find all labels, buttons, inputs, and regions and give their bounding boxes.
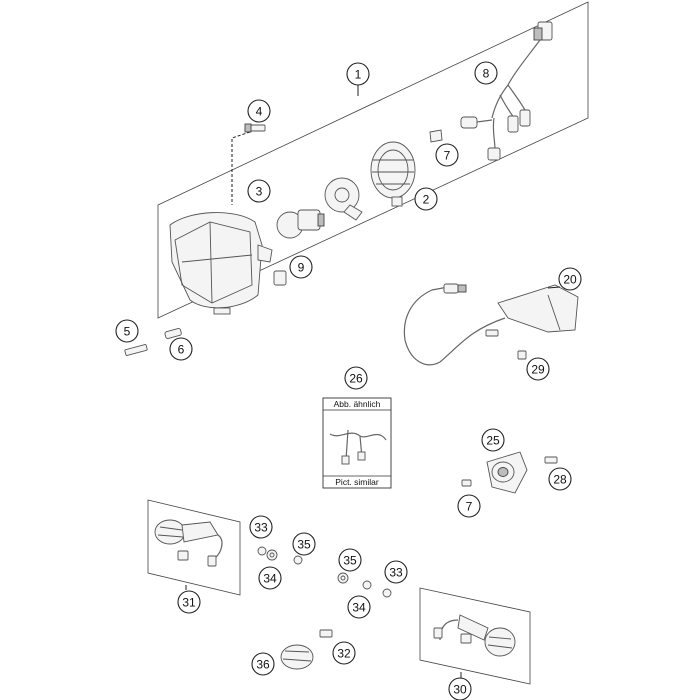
callout-1: 1 (346, 62, 370, 86)
turn-lens-36 (280, 644, 314, 670)
rubber-cap (370, 141, 416, 207)
callout-34: 34 (258, 566, 282, 590)
callout-31: 31 (177, 590, 201, 614)
screw-32 (319, 629, 333, 638)
bulb-holder-plate (324, 177, 363, 221)
note-box-bottom-label: Pict. similar (335, 477, 379, 487)
callout-label: 26 (349, 372, 363, 386)
nut-35-right (337, 572, 349, 584)
nut-35-left (266, 549, 278, 561)
callout-7: 7 (457, 494, 481, 518)
callout-28: 28 (548, 467, 572, 491)
callout-label: 7 (444, 149, 451, 163)
spacer-6 (164, 328, 182, 339)
callout-label: 35 (297, 538, 311, 552)
similar-part-note-box (322, 397, 392, 489)
callout-label: 5 (124, 325, 131, 339)
callout-label: 25 (486, 434, 500, 448)
callout-label: 33 (389, 566, 403, 580)
callout-33: 33 (249, 515, 273, 539)
callout-36: 36 (251, 652, 275, 676)
callout-label: 33 (254, 521, 268, 535)
tail-light (486, 451, 528, 494)
screw-28 (544, 456, 558, 464)
callout-label: 29 (531, 363, 545, 377)
callout-label: 34 (352, 601, 366, 615)
callout-4: 4 (247, 99, 271, 123)
callout-label: 4 (256, 105, 263, 119)
callout-26: 26 (344, 366, 368, 390)
washer-33-right (382, 588, 392, 598)
callout-label: 35 (343, 554, 357, 568)
callout-20: 20 (558, 267, 582, 291)
callout-35: 35 (338, 548, 362, 572)
headlight-mask (169, 212, 273, 315)
callout-label: 20 (563, 273, 577, 287)
callout-32: 32 (332, 641, 356, 665)
callout-5: 5 (115, 319, 139, 343)
callout-30: 30 (448, 677, 472, 700)
small-bulb-9 (273, 270, 287, 286)
front-turn-signal-frame (147, 499, 241, 596)
callout-34: 34 (347, 595, 371, 619)
washer-34-left (293, 555, 303, 565)
licence-plate-lamp (403, 283, 579, 366)
callout-2: 2 (414, 187, 438, 211)
washer-34-right (362, 580, 372, 590)
callout-label: 36 (256, 658, 270, 672)
callout-label: 31 (182, 596, 196, 610)
callout-label: 9 (298, 261, 305, 275)
callout-label: 1 (355, 68, 362, 82)
wiring-harness (460, 21, 553, 161)
callout-label: 32 (337, 647, 351, 661)
callout-label: 2 (423, 193, 430, 207)
callout-29: 29 (526, 357, 550, 381)
washer-33-left (257, 546, 267, 556)
callout-label: 30 (453, 683, 467, 697)
screw-5 (124, 344, 148, 356)
callout-7: 7 (435, 143, 459, 167)
note-box-top-label: Abb. ähnlich (333, 399, 381, 409)
small-bulb-7-top (429, 129, 443, 143)
screw-4 (244, 123, 266, 133)
small-bulb-7-bottom (461, 479, 472, 487)
callout-label: 28 (553, 473, 567, 487)
callout-8: 8 (474, 61, 498, 85)
callout-label: 7 (466, 500, 473, 514)
callout-25: 25 (481, 428, 505, 452)
callout-label: 6 (178, 343, 185, 357)
callout-label: 3 (256, 185, 263, 199)
headlight-assembly-frame (157, 1, 589, 319)
callout-33: 33 (384, 560, 408, 584)
callout-3: 3 (247, 179, 271, 203)
callout-label: 8 (483, 67, 490, 81)
callout-label: 34 (263, 572, 277, 586)
rear-turn-signal-frame (419, 587, 531, 685)
callout-9: 9 (289, 255, 313, 279)
callout-35: 35 (292, 532, 316, 556)
bulb-part (276, 209, 325, 239)
callout-6: 6 (169, 337, 193, 361)
screw-29 (517, 350, 527, 360)
